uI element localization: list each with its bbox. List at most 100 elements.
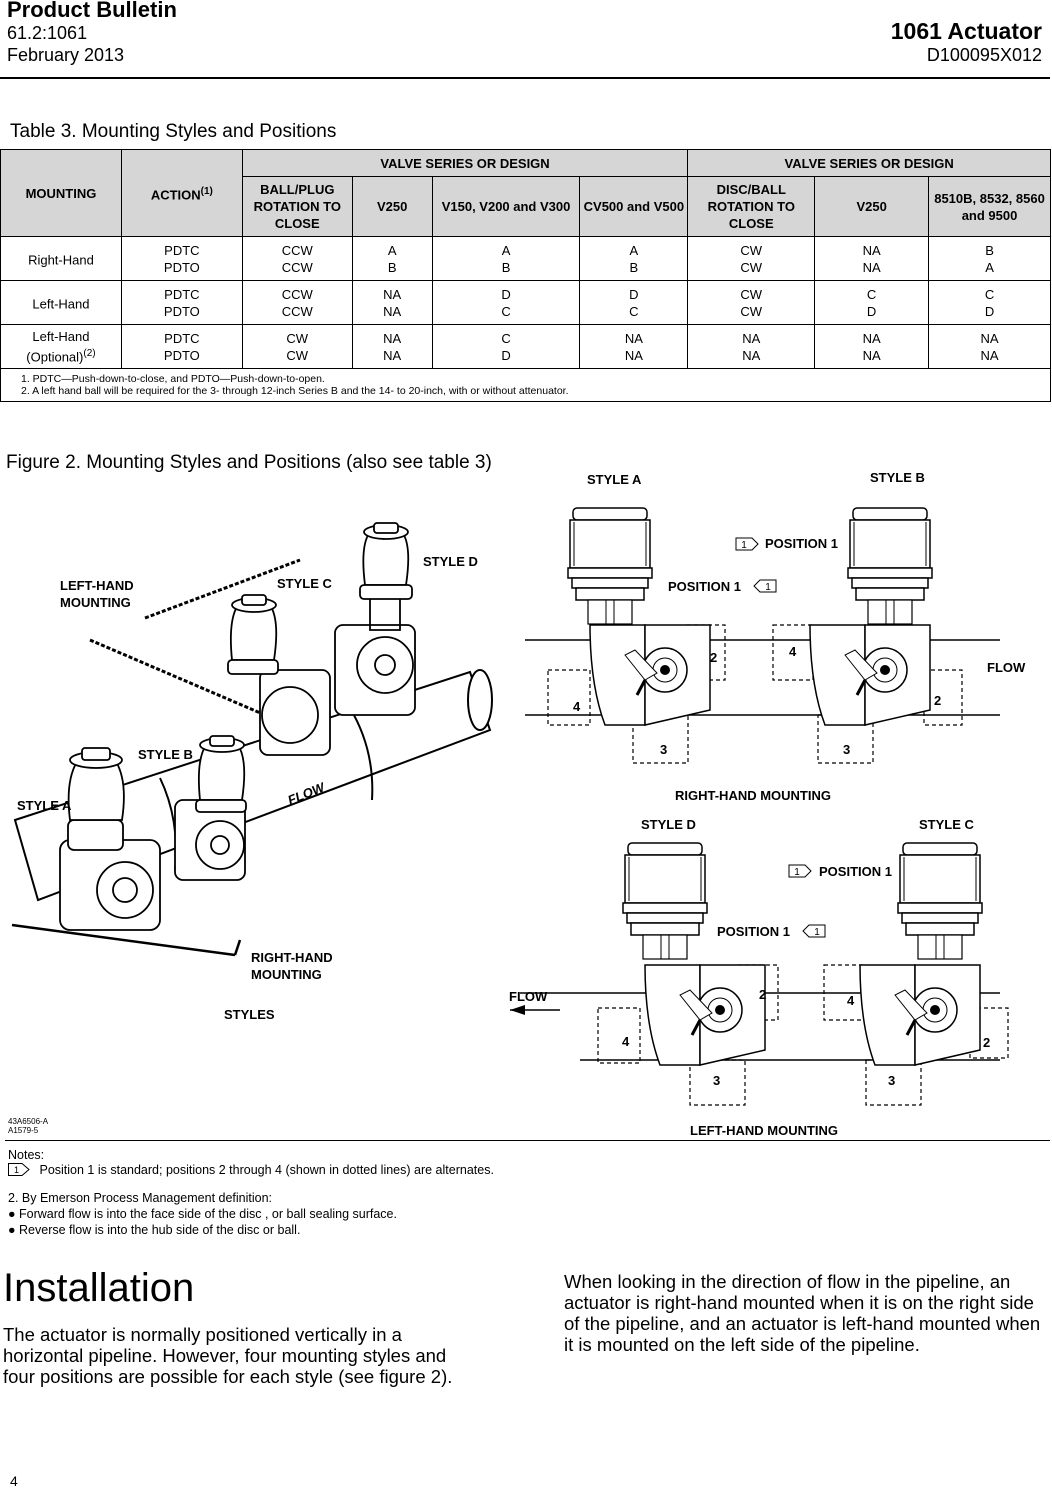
notes-heading: Notes: <box>8 1148 45 1162</box>
svg-text:1: 1 <box>14 1165 19 1175</box>
rh-label-flow: FLOW <box>987 660 1026 675</box>
figure-caption: Figure 2. Mounting Styles and Positions … <box>6 452 492 473</box>
doc-number: 61.2:1061 <box>7 23 88 43</box>
bulletin-title: Product Bulletin <box>7 0 177 22</box>
mounting-figure: 1 1 <box>8 470 1026 1138</box>
rh-position-3-a: 3 <box>660 742 667 757</box>
label-left-hand-mounting-2: MOUNTING <box>60 595 131 610</box>
label-left-hand-mounting-1: LEFT-HAND <box>60 578 134 593</box>
rh-title: RIGHT-HAND MOUNTING <box>675 788 831 803</box>
lh-title: LEFT-HAND MOUNTING <box>690 1123 838 1138</box>
lh-label-style-d: STYLE D <box>641 817 696 832</box>
header-divider <box>0 77 1050 79</box>
label-style-b: STYLE B <box>138 747 193 762</box>
note-bullet: ● Forward flow is into the face side of … <box>8 1207 397 1221</box>
label-style-c: STYLE C <box>277 576 333 591</box>
drawing-number-1: 43A6506-A <box>8 1117 49 1126</box>
page-number: 4 <box>10 1473 18 1489</box>
lh-position-1-b: POSITION 1 <box>819 864 892 879</box>
installation-paragraph-2: When looking in the direction of flow in… <box>564 1271 1041 1355</box>
rh-position-3-b: 3 <box>843 742 850 757</box>
rh-position-1-a: POSITION 1 <box>668 579 741 594</box>
part-number: D100095X012 <box>926 45 1042 65</box>
cell-mounting: Left-Hand (Optional)(2) <box>0 324 122 369</box>
lh-position-2-a: 2 <box>759 987 766 1002</box>
table-footnote: 2. A left hand ball will be required for… <box>21 384 569 397</box>
header-mounting: MOUNTING <box>0 149 122 237</box>
rh-position-4-b: 4 <box>789 644 797 659</box>
header-col: V250 <box>351 176 433 237</box>
label-right-hand-mounting-2: MOUNTING <box>251 967 322 982</box>
header-action: ACTION(1) <box>120 149 243 237</box>
table-footnotes: 1. PDTC—Push-down-to-close, and PDTO—Pus… <box>0 368 1051 402</box>
installation-heading: Installation <box>3 1266 195 1310</box>
header-col: CV500 and V500 <box>579 176 689 237</box>
label-styles: STYLES <box>224 1007 275 1022</box>
doc-date: February 2013 <box>7 45 125 65</box>
lh-label-style-c: STYLE C <box>919 817 975 832</box>
lh-position-3-a: 3 <box>713 1073 720 1088</box>
rh-position-4-a: 4 <box>573 699 581 714</box>
table-caption: Table 3. Mounting Styles and Positions <box>10 121 337 142</box>
lh-position-4-b: 4 <box>847 993 855 1008</box>
cell-mounting: Right-Hand <box>0 236 122 281</box>
right-hand-mounting-drawing: 2 4 3 4 2 3 STYLE A STYLE B POSITION 1 P… <box>525 470 1026 803</box>
mounting-table: MOUNTING ACTION(1) VALVE SERIES OR DESIG… <box>0 149 1051 402</box>
figure-divider <box>5 1140 1050 1141</box>
label-style-d: STYLE D <box>423 554 478 569</box>
label-style-a: STYLE A <box>17 798 72 813</box>
header-group-1: VALVE SERIES OR DESIGN <box>241 149 689 177</box>
lh-label-flow: FLOW <box>509 989 548 1004</box>
rh-label-style-b: STYLE B <box>870 470 925 485</box>
note-2-title: 2. By Emerson Process Management definit… <box>8 1191 273 1205</box>
note-bullet: ● Reverse flow is into the hub side of t… <box>8 1223 301 1237</box>
header-col: 8510B, 8532, 8560 and 9500 <box>928 176 1051 237</box>
rh-position-1-b: POSITION 1 <box>765 536 838 551</box>
installation-paragraph-1: The actuator is normally positioned vert… <box>3 1324 453 1387</box>
header-group-2: VALVE SERIES OR DESIGN <box>687 149 1051 177</box>
note-1-text: Position 1 is standard; positions 2 thro… <box>39 1163 494 1177</box>
lh-position-4-a: 4 <box>622 1034 630 1049</box>
rh-label-style-a: STYLE A <box>587 472 642 487</box>
rh-position-2-a: 2 <box>710 650 717 665</box>
table-footnote: 1. PDTC—Push-down-to-close, and PDTO—Pus… <box>21 372 325 385</box>
header-col: V150, V200 and V300 <box>431 176 581 237</box>
lh-position-3-b: 3 <box>888 1073 895 1088</box>
product-name: 1061 Actuator <box>890 18 1042 44</box>
position-flag-icon: 1 <box>8 1163 30 1176</box>
cell-mounting: Left-Hand <box>0 280 122 325</box>
header-col: V250 <box>814 176 930 237</box>
styles-3d-drawing: LEFT-HAND MOUNTING STYLE C STYLE D STYLE… <box>8 522 493 1135</box>
left-hand-mounting-drawing: 2 4 3 4 2 3 STYLE D STYLE C POSITION 1 P… <box>509 817 1009 1138</box>
note-2: 2. By Emerson Process Management definit… <box>8 1190 397 1238</box>
lh-position-1-a: POSITION 1 <box>717 924 790 939</box>
drawing-number-2: A1579-5 <box>8 1126 39 1135</box>
label-right-hand-mounting-1: RIGHT-HAND <box>251 950 333 965</box>
